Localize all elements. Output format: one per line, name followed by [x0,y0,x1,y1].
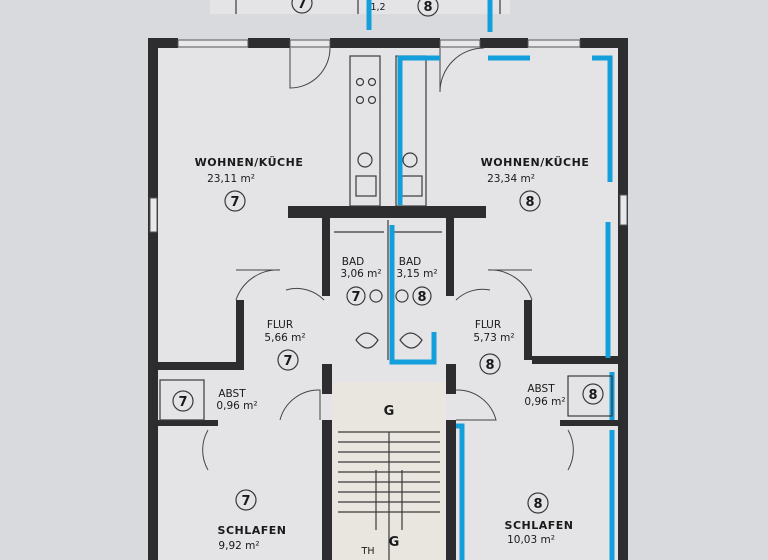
upper-dimension-label: 1,2 [370,2,385,13]
windows [149,39,628,233]
room-name: SCHLAFEN [505,519,574,532]
stair-th-label: TH [361,546,375,557]
upper-unit-number-8: 8 [423,0,432,15]
unit-number: 7 [178,395,187,410]
room-area: 23,34 m² [487,173,535,185]
room-bad-7: BAD 3,06 m² 7 [340,256,382,306]
staircase: G G TH [332,382,446,560]
upper-unit-marker-7 [291,0,313,14]
exterior-walls [148,38,628,560]
room-schlafen-7: 7 SCHLAFEN 9,92 m² [218,489,287,552]
unit-marker [412,286,432,306]
unit-marker [224,190,246,212]
unit-marker [519,190,541,212]
room-flur-7: FLUR 5,66 m² 7 [264,319,306,371]
unit-number: 8 [533,497,542,512]
room-name: ABST [218,388,246,400]
room-area: 23,11 m² [207,173,255,185]
room-schlafen-8: 8 SCHLAFEN 10,03 m² [505,492,574,546]
stair-landing-label: G [384,404,395,419]
room-name: FLUR [267,319,293,331]
unit-marker [479,353,501,375]
unit-marker [582,383,604,405]
room-name: BAD [399,256,421,268]
upper-unit-marker-8 [417,0,439,17]
room-name: WOHNEN/KÜCHE [481,155,590,169]
room-area: 5,66 m² [264,332,305,344]
unit-number: 7 [241,494,250,509]
unit-number: 8 [485,358,494,373]
unit-marker [277,349,299,371]
unit-8-highlight [366,0,615,560]
room-area: 5,73 m² [473,332,514,344]
room-area: 0,96 m² [216,400,257,412]
unit-number: 7 [351,290,360,305]
room-name: WOHNEN/KÜCHE [195,155,304,169]
room-area: 0,96 m² [524,396,565,408]
room-abst-7: 7 ABST 0,96 m² [172,388,258,412]
room-name: BAD [342,256,364,268]
unit-number: 7 [283,354,292,369]
stair-landing-label-lower: G [389,535,400,550]
room-flur-8: FLUR 5,73 m² 8 [473,319,515,375]
room-name: FLUR [475,319,501,331]
unit-marker [172,390,194,412]
room-abst-8: ABST 0,96 m² 8 [524,383,604,408]
unit-marker [235,489,257,511]
room-area: 3,06 m² [340,268,381,280]
bathroom-fixtures [334,220,442,360]
room-area: 3,15 m² [396,268,437,280]
unit-number: 8 [417,290,426,305]
interior-walls [158,206,618,560]
unit-number: 8 [588,388,597,403]
unit-number: 7 [230,195,239,210]
room-name: ABST [527,383,555,395]
unit-marker [346,286,366,306]
room-area: 10,03 m² [507,534,555,546]
door-swings [202,47,574,471]
upper-unit-number-7: 7 [297,0,306,12]
room-area: 9,92 m² [218,540,259,552]
room-name: SCHLAFEN [218,524,287,537]
unit-marker [527,492,549,514]
storage-boxes [159,375,613,421]
room-bad-8: BAD 3,15 m² 8 [396,256,438,306]
room-wohnen-kueche-7: WOHNEN/KÜCHE 23,11 m² 7 [195,155,304,212]
unit-number: 8 [525,195,534,210]
upper-unit-fragment: 7 8 1,2 [210,0,510,17]
room-wohnen-kueche-8: WOHNEN/KÜCHE 23,34 m² 8 [481,155,590,212]
